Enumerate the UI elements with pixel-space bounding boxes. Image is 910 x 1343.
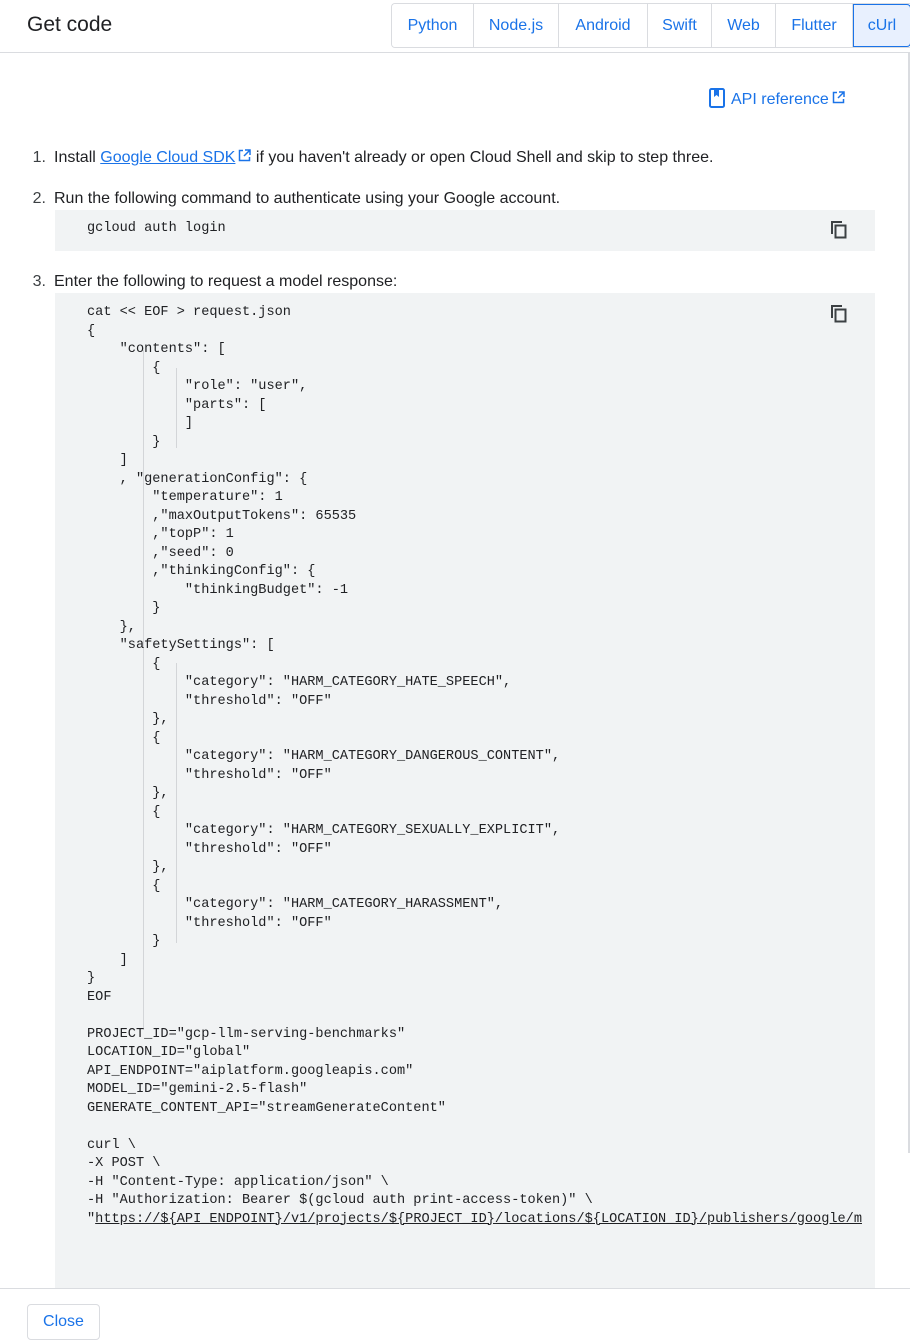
tab-android[interactable]: Android — [559, 4, 648, 47]
auth-command[interactable]: gcloud auth login — [87, 221, 226, 236]
step-1-prefix: Install — [54, 149, 101, 166]
api-reference-label: API reference — [731, 91, 829, 108]
copy-icon[interactable] — [831, 221, 847, 239]
scrollbar-track[interactable] — [908, 53, 910, 1153]
api-url-link[interactable]: https://${API_ENDPOINT}/v1/projects/${PR… — [95, 1211, 862, 1227]
step-2-text: Run the following command to authenticat… — [54, 190, 561, 207]
step-3: 3. Enter the following to request a mode… — [32, 273, 892, 295]
close-button[interactable]: Close — [27, 1304, 100, 1340]
tab-swift[interactable]: Swift — [648, 4, 712, 47]
book-icon — [709, 87, 725, 113]
step-number: 2. — [32, 190, 46, 207]
dialog-title: Get code — [27, 13, 113, 36]
step-1-suffix: if you haven't already or open Cloud She… — [251, 149, 714, 166]
step-3-text: Enter the following to request a model r… — [54, 273, 398, 290]
step-number: 3. — [32, 273, 46, 290]
copy-icon[interactable] — [831, 305, 847, 323]
api-reference-link[interactable]: API reference — [709, 87, 845, 113]
request-code-body: cat << EOF > request.json { "contents": … — [87, 305, 593, 1208]
open-in-new-icon — [238, 149, 252, 167]
step-2: 2. Run the following command to authenti… — [32, 190, 892, 212]
dialog-footer: Close — [0, 1288, 910, 1343]
tab-web[interactable]: Web — [712, 4, 776, 47]
language-tabs: Python Node.js Android Swift Web Flutter… — [391, 3, 910, 48]
request-code[interactable]: cat << EOF > request.json { "contents": … — [87, 304, 862, 1229]
request-code-block: cat << EOF > request.json { "contents": … — [55, 293, 875, 1288]
google-cloud-sdk-link[interactable]: Google Cloud SDK — [100, 149, 236, 166]
step-1: 1. Install Google Cloud SDK if you haven… — [32, 149, 892, 171]
tab-nodejs[interactable]: Node.js — [474, 4, 559, 47]
url-quote: " — [87, 1211, 96, 1227]
dialog-header: Get code Python Node.js Android Swift We… — [0, 0, 910, 53]
auth-code-block: gcloud auth login — [55, 210, 875, 251]
step-number: 1. — [32, 149, 46, 166]
tab-curl[interactable]: cUrl — [853, 4, 910, 47]
open-in-new-icon — [832, 91, 845, 109]
tab-flutter[interactable]: Flutter — [776, 4, 853, 47]
tab-python[interactable]: Python — [392, 4, 474, 47]
